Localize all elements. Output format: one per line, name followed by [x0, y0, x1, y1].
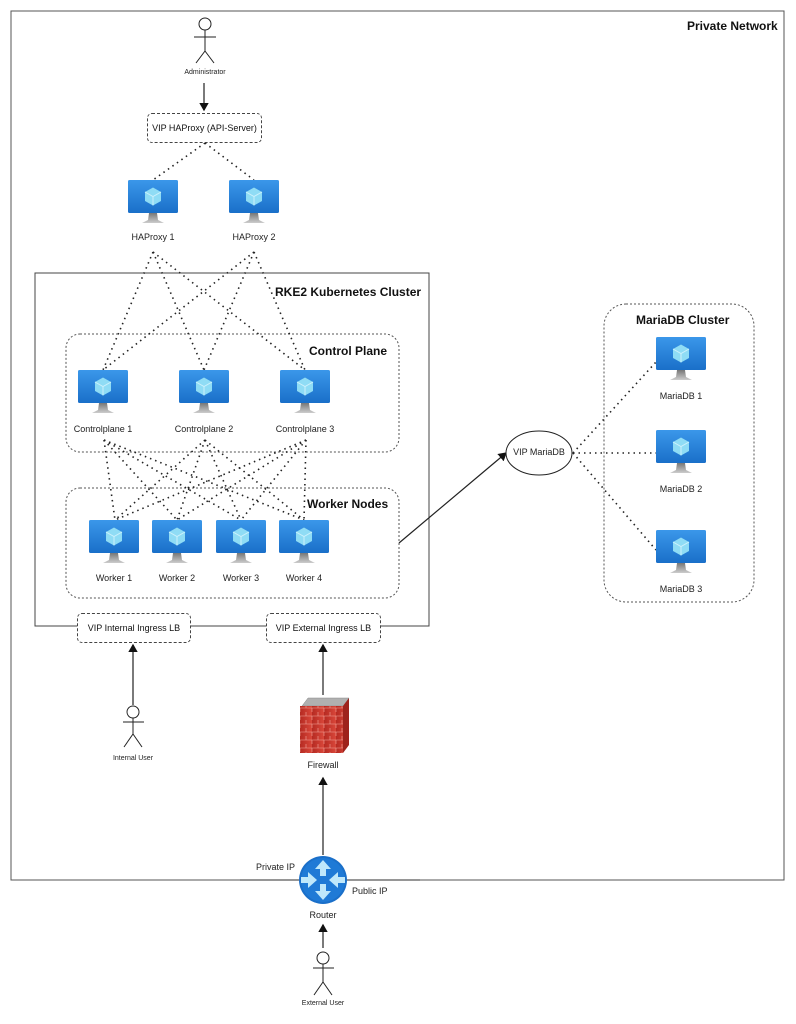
rke2-cluster-boundary — [34, 272, 430, 627]
mariadb-vm-icon[interactable] — [656, 430, 706, 473]
workers-to-vip-mariadb — [398, 452, 507, 544]
haproxy1-to-cp2 — [152, 251, 205, 371]
haproxy2-to-cp3 — [253, 251, 306, 371]
rke2-cluster-title: RKE2 Kubernetes Cluster — [275, 285, 422, 299]
control-plane-group — [65, 333, 400, 453]
vip-to-haproxy2 — [204, 142, 255, 181]
haproxy1-to-cp1 — [102, 251, 154, 371]
vip-mariadb-node[interactable] — [505, 430, 573, 476]
firewall-icon — [300, 697, 350, 753]
vip-to-mariadb1 — [572, 361, 657, 454]
haproxy-label: HAProxy 1 — [131, 232, 175, 242]
internal-user-label: Internal User — [112, 755, 154, 762]
worker-vm-icon[interactable] — [152, 520, 202, 563]
controlplane-vm-icon[interactable] — [78, 370, 128, 413]
mariadb-cluster-group — [603, 303, 755, 603]
public-ip-label: Public IP — [352, 886, 388, 896]
router-icon — [299, 856, 347, 904]
haproxy-vm-icon[interactable] — [229, 180, 279, 223]
mariadb-label: MariaDB 2 — [659, 484, 703, 494]
mariadb-vm-icon[interactable] — [656, 530, 706, 573]
controlplane-label: Controlplane 2 — [174, 424, 234, 434]
external-user-label: External User — [301, 1000, 345, 1007]
private-ip-label: Private IP — [256, 862, 296, 872]
external-user-actor-icon — [313, 951, 334, 996]
router-label: Router — [309, 910, 337, 920]
vm-nodes — [78, 180, 706, 573]
worker-label: Worker 3 — [222, 573, 260, 583]
worker-vm-icon[interactable] — [216, 520, 266, 563]
worker-vm-icon[interactable] — [89, 520, 139, 563]
vip-internal-ingress-lb[interactable]: VIP Internal Ingress LB — [77, 613, 191, 643]
vip-haproxy-api-server[interactable]: VIP HAProxy (API-Server) — [147, 113, 262, 143]
haproxy-label: HAProxy 2 — [232, 232, 276, 242]
vip-to-mariadb3 — [572, 452, 657, 551]
connection-lines — [102, 83, 657, 948]
worker-label: Worker 4 — [285, 573, 323, 583]
vip-to-haproxy1 — [152, 142, 206, 181]
mariadb-label: MariaDB 3 — [659, 584, 703, 594]
administrator-actor-icon — [194, 17, 216, 64]
haproxy2-to-cp2 — [203, 251, 255, 371]
controlplane-vm-icon[interactable] — [179, 370, 229, 413]
haproxy2-to-cp1 — [102, 251, 255, 371]
worker-vm-icon[interactable] — [279, 520, 329, 563]
controlplane-label: Controlplane 1 — [73, 424, 133, 434]
mariadb-cluster-title: MariaDB Cluster — [636, 313, 730, 327]
mariadb-vm-icon[interactable] — [656, 337, 706, 380]
internal-user-actor-icon — [123, 705, 144, 748]
vip-mariadb-label: VIP MariaDB — [513, 447, 565, 457]
worker-label: Worker 2 — [158, 573, 196, 583]
worker-nodes-group — [65, 487, 400, 599]
vip-external-ingress-lb[interactable]: VIP External Ingress LB — [266, 613, 381, 643]
control-plane-title: Control Plane — [309, 344, 388, 358]
haproxy1-to-cp3 — [152, 251, 306, 371]
firewall-label: Firewall — [307, 760, 339, 770]
controlplane-label: Controlplane 3 — [275, 424, 335, 434]
worker-label: Worker 1 — [95, 573, 133, 583]
controlplane-vm-icon[interactable] — [280, 370, 330, 413]
private-network-title: Private Network — [687, 19, 778, 33]
worker-nodes-title: Worker Nodes — [307, 497, 389, 511]
mariadb-label: MariaDB 1 — [659, 391, 703, 401]
administrator-label: Administrator — [184, 69, 226, 76]
haproxy-vm-icon[interactable] — [128, 180, 178, 223]
